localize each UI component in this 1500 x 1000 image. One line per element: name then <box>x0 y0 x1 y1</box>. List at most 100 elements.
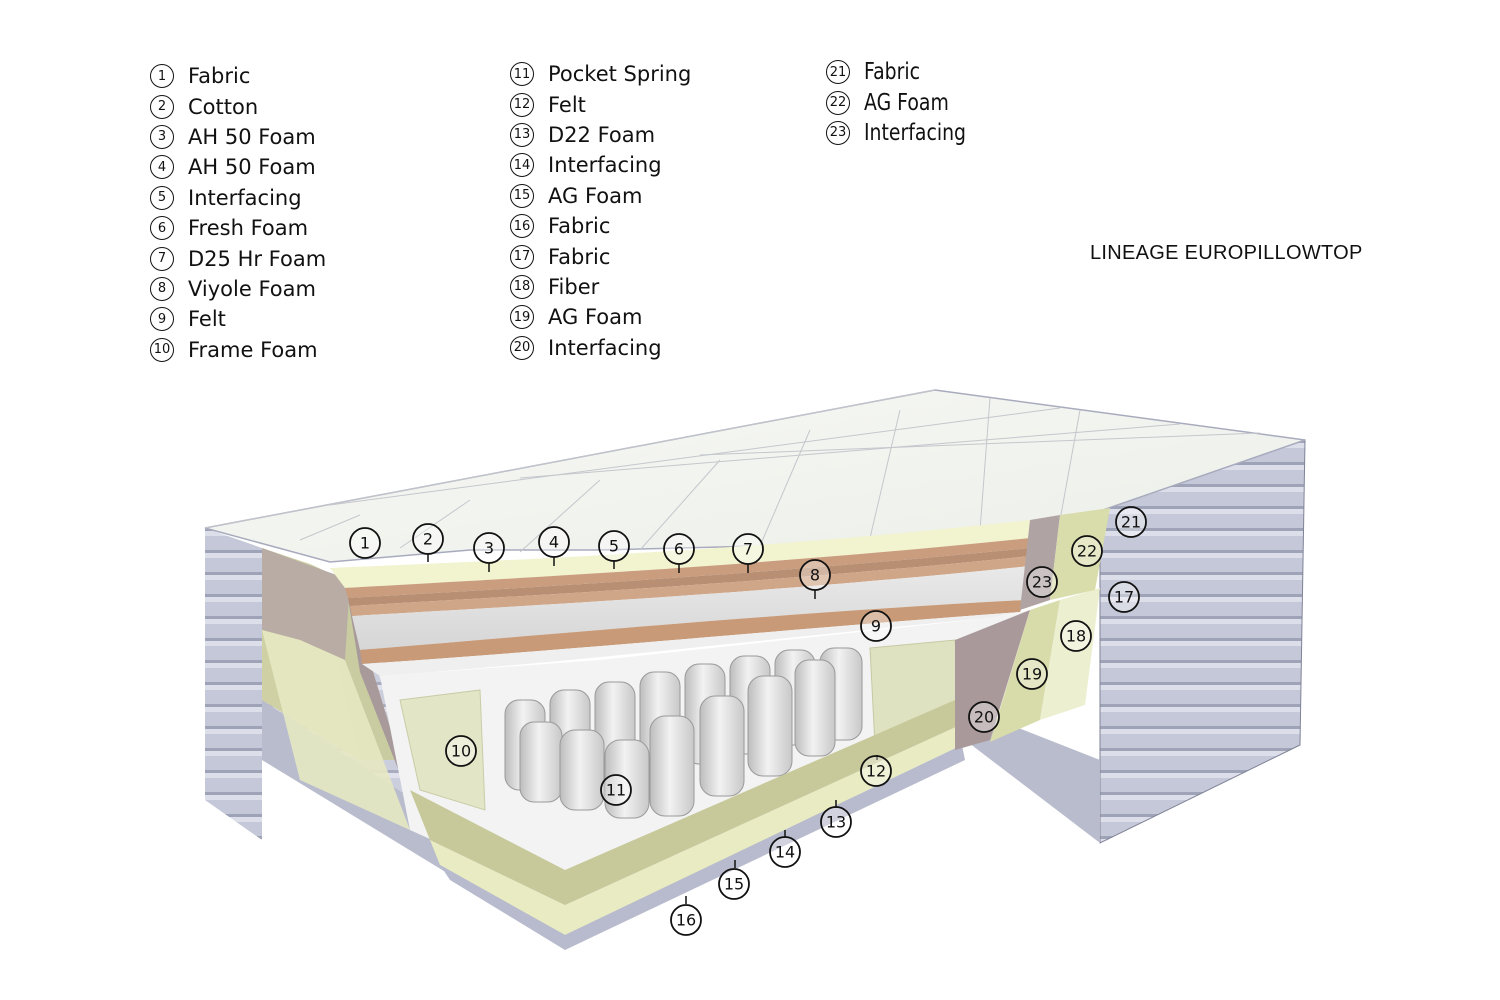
legend-number: 4 <box>150 155 174 180</box>
legend-label: Fresh Foam <box>188 216 309 241</box>
legend-number: 16 <box>510 214 534 239</box>
callout-2: 2 <box>412 523 444 555</box>
right-ag-foam <box>990 600 1060 742</box>
legend-label: AH 50 Foam <box>188 124 316 149</box>
right-interfacing <box>955 520 1060 750</box>
layer-ah50-foam <box>345 538 1030 598</box>
legend-number: 20 <box>510 335 534 360</box>
quilting-lines <box>204 389 1261 553</box>
callout-9: 9 <box>860 610 892 642</box>
legend-number: 21 <box>826 60 850 85</box>
svg-text:11: 11 <box>606 781 626 800</box>
legend-number: 14 <box>510 153 534 178</box>
callout-10: 10 <box>445 735 477 767</box>
legend-item: 16 Fabric <box>510 211 691 241</box>
legend-label: Fabric <box>548 214 611 239</box>
layer-felt-cut <box>362 612 1020 676</box>
legend-number: 13 <box>510 122 534 147</box>
legend-label: Interfacing <box>864 119 967 146</box>
legend-number: 15 <box>510 183 534 208</box>
svg-text:18: 18 <box>1066 627 1086 646</box>
legend-number: 18 <box>510 274 534 299</box>
legend-label: Fabric <box>188 64 251 89</box>
svg-text:2: 2 <box>423 530 433 549</box>
svg-text:23: 23 <box>1032 573 1052 592</box>
callout-16: 16 <box>670 904 702 936</box>
legend-item: 7 D25 Hr Foam <box>150 243 326 273</box>
left-interfacing-upper <box>262 548 350 660</box>
legend-label: Interfacing <box>188 185 302 210</box>
legend-number: 8 <box>150 276 174 301</box>
svg-text:4: 4 <box>549 533 559 552</box>
callout-13: 13 <box>820 806 852 838</box>
legend-number: 5 <box>150 185 174 210</box>
legend-label: Felt <box>548 92 586 117</box>
svg-text:17: 17 <box>1114 588 1134 607</box>
right-fiber <box>1040 588 1100 720</box>
callout-20: 20 <box>968 701 1000 733</box>
legend-number: 2 <box>150 94 174 119</box>
callout-22: 22 <box>1071 535 1103 567</box>
legend-label: Fabric <box>548 244 611 269</box>
legend-number: 1 <box>150 64 174 89</box>
legend-number: 19 <box>510 305 534 330</box>
svg-text:6: 6 <box>674 540 684 559</box>
legend-item: 19 AG Foam <box>510 302 691 332</box>
legend-number: 12 <box>510 92 534 117</box>
layer-viyole-foam <box>352 566 1030 650</box>
svg-text:15: 15 <box>724 875 744 894</box>
pocket-springs <box>504 647 863 819</box>
legend-item: 12 Felt <box>510 89 691 119</box>
svg-text:16: 16 <box>676 911 696 930</box>
legend-number: 23 <box>826 120 850 145</box>
svg-text:13: 13 <box>826 813 846 832</box>
svg-text:7: 7 <box>743 540 753 559</box>
layer-cotton <box>330 520 1030 588</box>
frame-foam-left <box>399 689 486 811</box>
legend-number: 9 <box>150 307 174 332</box>
callout-17: 17 <box>1108 581 1140 613</box>
legend-item: 5 Interfacing <box>150 183 326 213</box>
legend-number: 10 <box>150 337 174 362</box>
legend-item: 1 Fabric <box>150 61 326 91</box>
legend-item: 10 Frame Foam <box>150 335 326 365</box>
legend-label: Fabric <box>864 59 921 86</box>
product-title: LINEAGE EUROPILLOWTOP <box>1090 242 1363 264</box>
callout-4: 4 <box>538 526 570 558</box>
legend-label: AG Foam <box>864 89 949 116</box>
svg-text:5: 5 <box>609 537 619 556</box>
svg-text:20: 20 <box>974 708 994 727</box>
legend-item: 23 Interfacing <box>826 118 988 148</box>
legend-label: AG Foam <box>548 305 643 330</box>
legend-label: Fiber <box>548 274 600 299</box>
legend-number: 11 <box>510 62 534 87</box>
callout-1: 1 <box>349 527 381 559</box>
legend-label: Felt <box>188 307 226 332</box>
legend-label: D22 Foam <box>548 122 656 147</box>
layer-fresh-foam <box>348 548 1030 606</box>
callout-5: 5 <box>598 530 630 562</box>
callout-12: 12 <box>860 755 892 787</box>
callout-11: 11 <box>600 774 632 806</box>
layer-orange-lower <box>360 600 1025 664</box>
legend-label: Viyole Foam <box>188 276 316 301</box>
callout-7: 7 <box>732 533 764 565</box>
callout-8: 8 <box>799 559 831 591</box>
callout-23: 23 <box>1026 566 1058 598</box>
legend-label: Frame Foam <box>188 337 318 362</box>
svg-text:19: 19 <box>1022 665 1042 684</box>
upper-right-interfacing <box>1020 515 1060 610</box>
svg-text:21: 21 <box>1121 513 1141 532</box>
callout-21: 21 <box>1115 506 1147 538</box>
legend-label: D25 Hr Foam <box>188 246 327 271</box>
callout-6: 6 <box>663 533 695 565</box>
callout-14: 14 <box>769 836 801 868</box>
legend-number: 7 <box>150 246 174 271</box>
